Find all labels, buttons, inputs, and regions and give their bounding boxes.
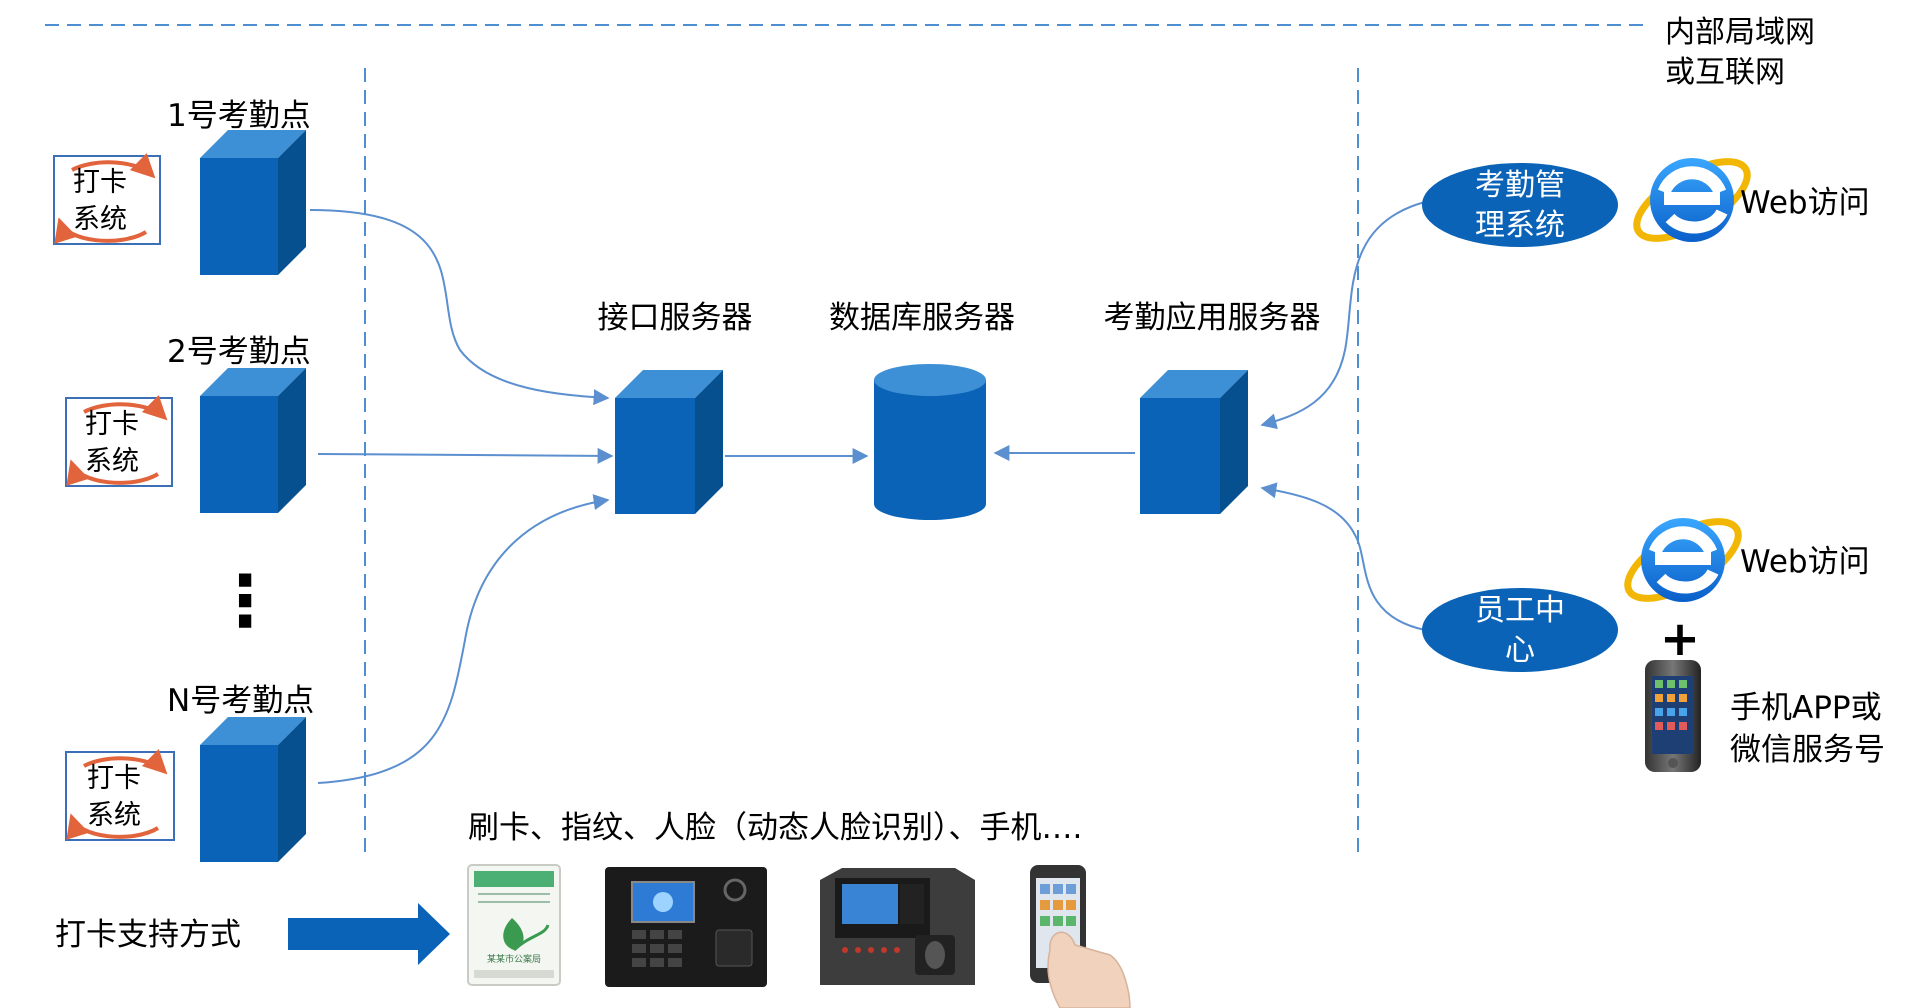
mobile-app-line1: 手机APP或 [1730, 690, 1882, 726]
site-1-box-line2: 系统 [73, 204, 127, 235]
site-n-label: N号考勤点 [167, 683, 314, 719]
smartphone-icon [1645, 660, 1701, 772]
card-reader-terminal-image [605, 867, 767, 987]
ie-browser-icon [1633, 158, 1751, 242]
face-recognition-terminal-image [820, 868, 975, 985]
interface-server-cube [615, 370, 723, 514]
id-card-text: 某某市公案局 [487, 953, 541, 965]
punch-methods-title: 刷卡、指纹、人脸（动态人脸识别）、手机…. [468, 810, 1082, 846]
mgmt-to-app-arrow [1260, 201, 1426, 430]
site-n-to-interface-arrow [317, 494, 610, 784]
support-arrow [288, 903, 450, 965]
app-server-label: 考勤应用服务器 [1104, 300, 1321, 336]
mgmt-system-line2: 理系统 [1475, 208, 1565, 243]
site-n-punch-box: 打卡 系统 [65, 748, 175, 841]
site-2-label: 2号考勤点 [167, 334, 311, 370]
database-server-label: 数据库服务器 [829, 300, 1015, 336]
web-access-label-1: Web访问 [1740, 185, 1870, 221]
site-1-label: 1号考勤点 [167, 98, 311, 134]
site-n-box-line2: 系统 [87, 800, 141, 831]
site-1-to-interface-arrow [309, 209, 610, 406]
hand-phone-image [1030, 865, 1131, 1008]
plus-sign: + [1660, 611, 1700, 667]
site-1-box-line1: 打卡 [73, 167, 127, 198]
site-n-box-line1: 打卡 [87, 763, 141, 794]
staff-center-line1: 员工中 [1475, 593, 1565, 628]
database-cylinder [874, 364, 986, 520]
site-n-cube [200, 717, 306, 862]
site-2-punch-box: 打卡 系统 [65, 394, 173, 487]
mgmt-system-line1: 考勤管 [1475, 168, 1565, 203]
mobile-app-line2: 微信服务号 [1730, 732, 1885, 768]
site-2-box-line1: 打卡 [85, 409, 139, 440]
mgmt-system-node: 考勤管 理系统 [1422, 163, 1618, 247]
staff-center-line2: 心 [1505, 633, 1535, 668]
id-card-image: 某某市公案局 [467, 864, 561, 986]
site-2-cube [200, 368, 306, 513]
site-2-to-interface-arrow [317, 447, 614, 464]
network-label-line2: 或互联网 [1665, 55, 1785, 90]
app-server-cube [1140, 370, 1248, 514]
site-2-box-line2: 系统 [85, 446, 139, 477]
ie-browser-icon [1624, 518, 1742, 602]
staff-center-node: 员工中 心 [1422, 588, 1618, 672]
interface-server-label: 接口服务器 [598, 300, 753, 336]
punch-support-label: 打卡支持方式 [55, 917, 241, 953]
network-label-line1: 内部局域网 [1665, 15, 1815, 50]
sites-ellipsis: ⋮ [210, 560, 280, 642]
site-1-punch-box: 打卡 系统 [53, 152, 161, 245]
site-1-cube [200, 130, 306, 275]
web-access-label-2: Web访问 [1740, 544, 1870, 580]
staff-to-app-arrow [1260, 482, 1426, 631]
